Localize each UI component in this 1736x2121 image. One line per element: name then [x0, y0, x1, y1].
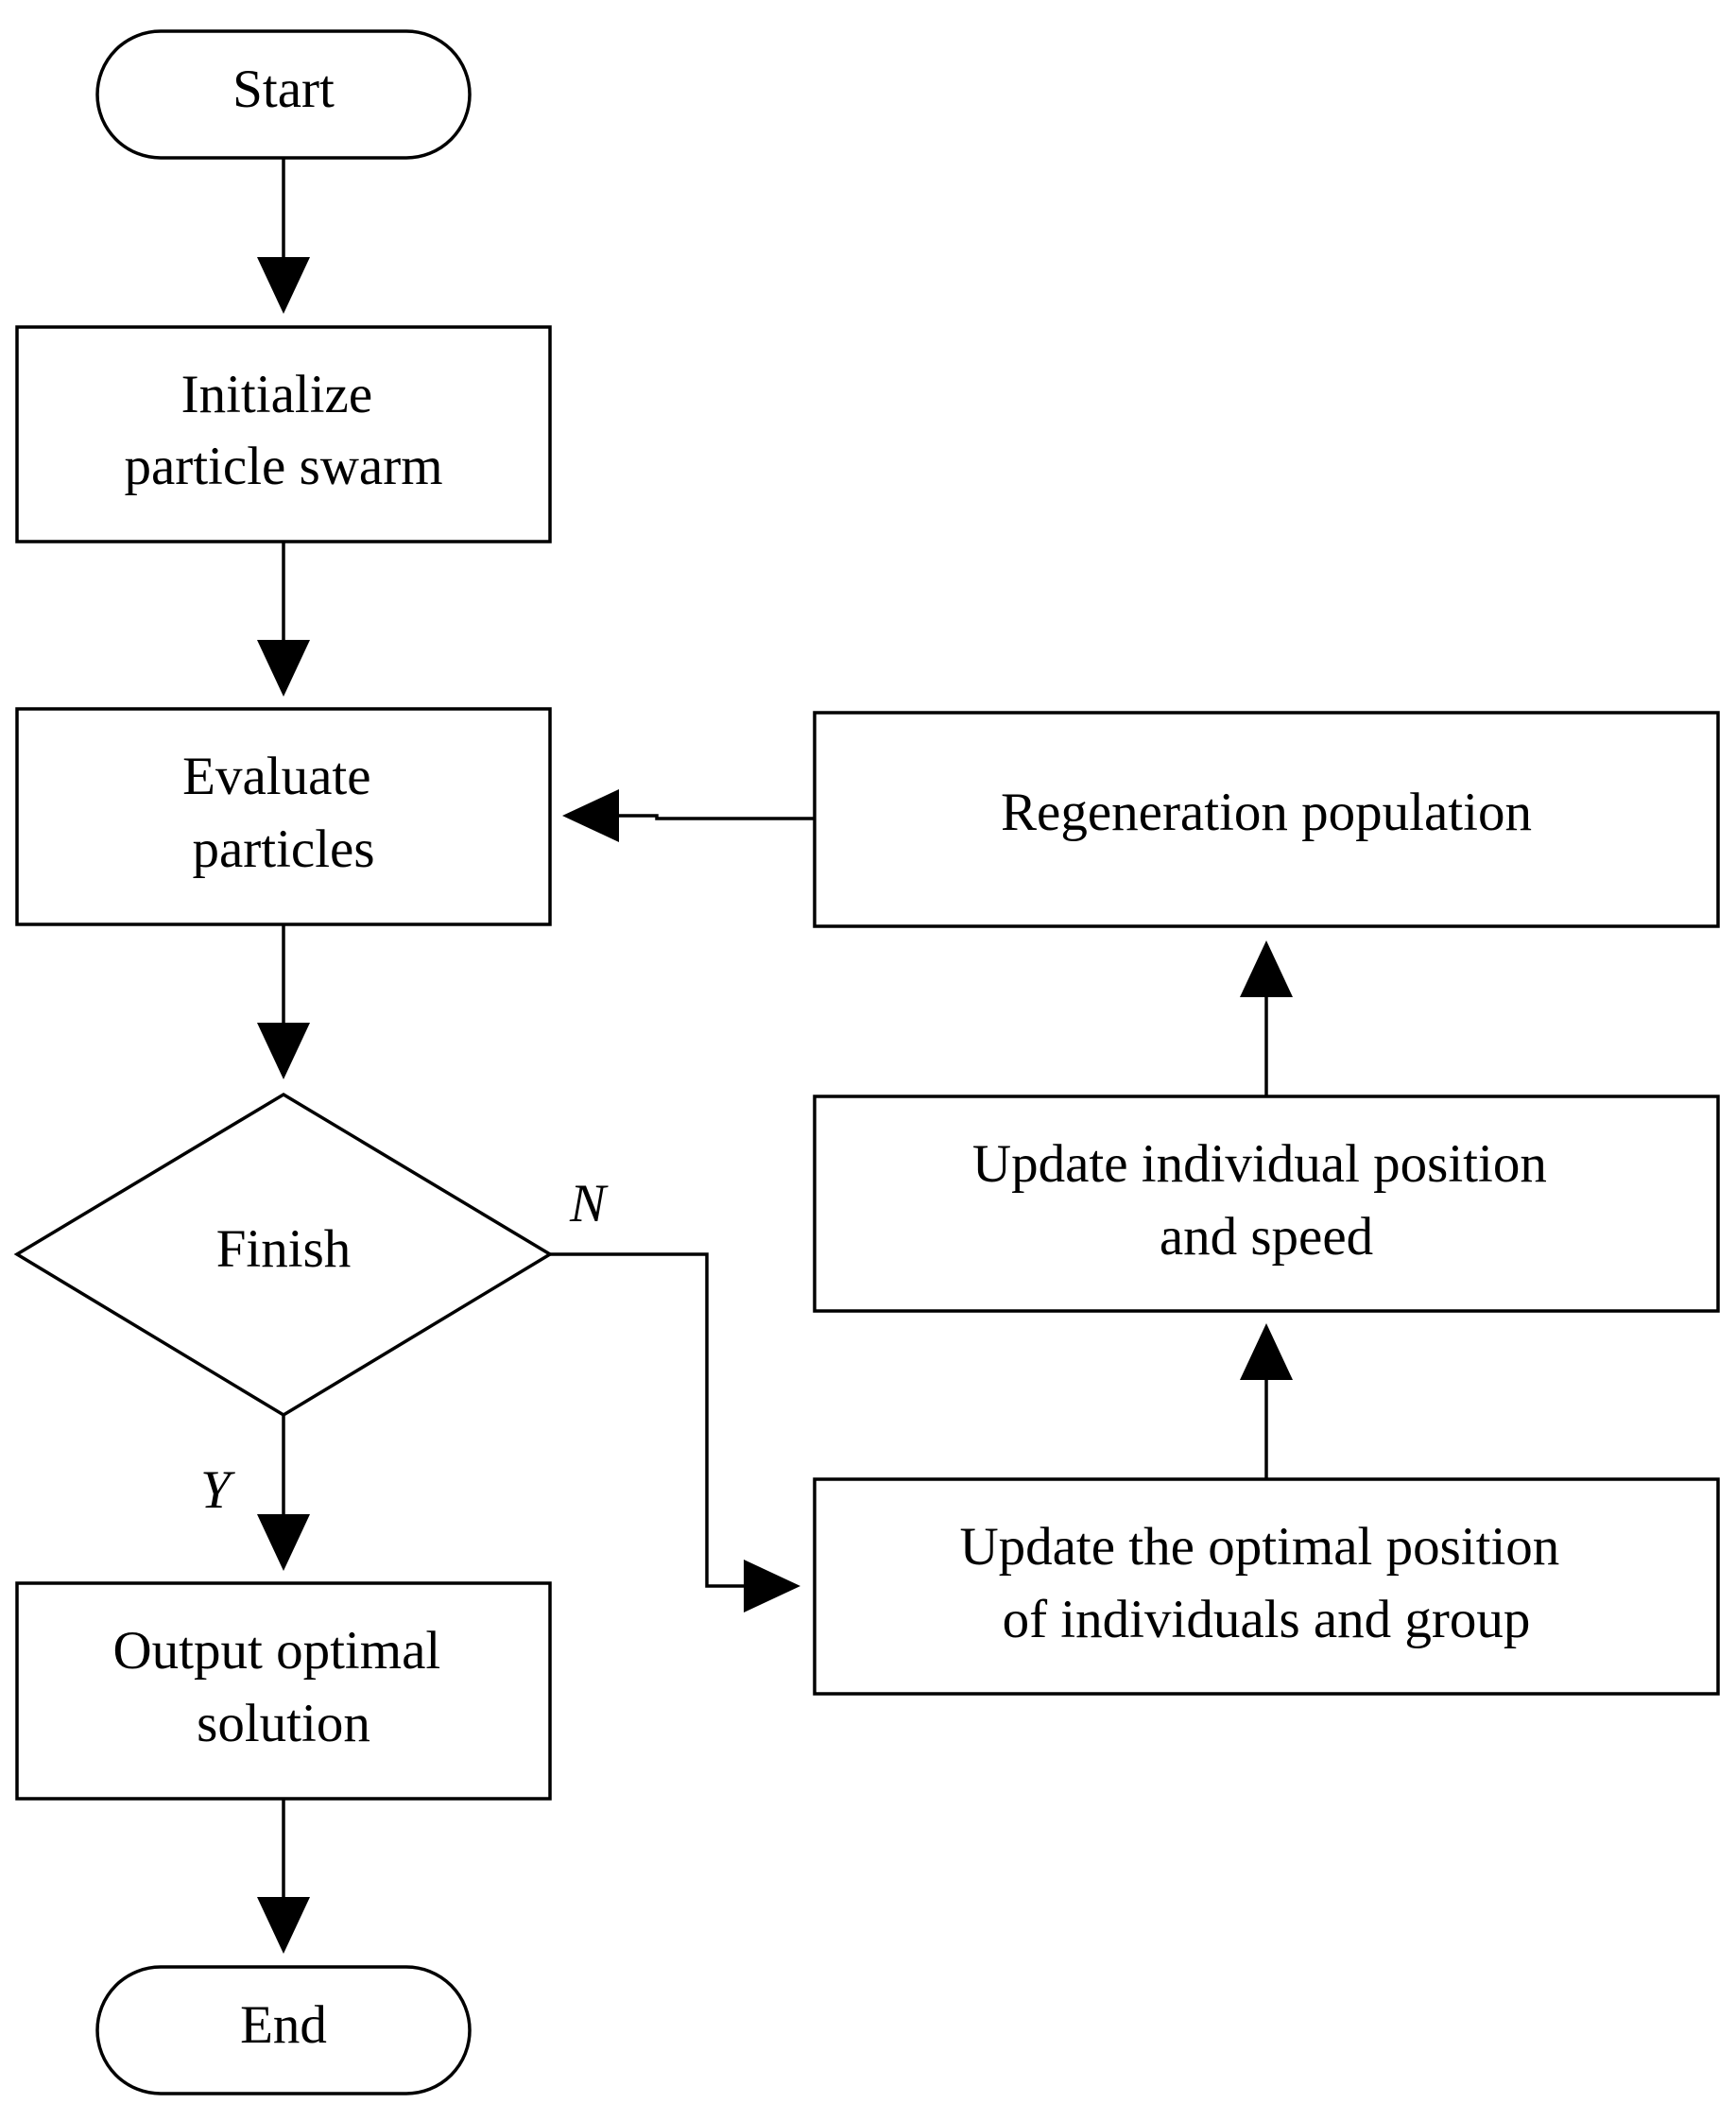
output-label-line-1: Output optimal: [113, 1621, 441, 1681]
edge-finish-to-output: [257, 1415, 310, 1571]
output-node: Output optimal solution: [15, 1581, 552, 1801]
edge-initialize-to-evaluate: [257, 542, 310, 697]
initialize-label-line-1: Initialize: [181, 365, 373, 424]
edge-output-to-end: [257, 1799, 310, 1954]
update-position-speed-label-line-2: and speed: [1160, 1207, 1373, 1267]
branch-label-no: N: [569, 1174, 609, 1233]
svg-text:Initialize particle swar: Initialize particle swarm: [124, 365, 442, 496]
finish-decision-node: Finish: [13, 1092, 554, 1418]
evaluate-label-line-2: particles: [192, 819, 374, 879]
initialize-node: Initialize particle swarm: [15, 325, 552, 543]
update-optimal-node: Update the optimal position of individua…: [813, 1477, 1720, 1696]
evaluate-label-line-1: Evaluate: [182, 747, 370, 806]
edge-evaluate-to-finish: [257, 924, 310, 1079]
regeneration-node: Regeneration population: [813, 711, 1720, 928]
svg-text:Update individual position: Update individual position and speed: [972, 1134, 1560, 1267]
svg-text:Output optimal solution: Output optimal solution: [113, 1621, 455, 1753]
edge-update-optimal-to-update-position-speed: [1240, 1323, 1293, 1479]
update-position-speed-node: Update individual position and speed: [813, 1095, 1720, 1313]
update-optimal-label-line-2: of individuals and group: [1003, 1590, 1531, 1649]
svg-text:Update the optimal position: Update the optimal position of individua…: [959, 1517, 1573, 1649]
start-node: Start: [95, 29, 472, 160]
initialize-label-line-2: particle swarm: [124, 437, 442, 496]
regeneration-label: Regeneration population: [1001, 783, 1532, 842]
edge-start-to-initialize: [257, 158, 310, 314]
evaluate-node: Evaluate particles: [15, 707, 552, 926]
finish-label: Finish: [216, 1219, 352, 1279]
output-label-line-2: solution: [197, 1694, 370, 1753]
edge-update-position-speed-to-regeneration: [1240, 940, 1293, 1096]
end-label: End: [240, 1995, 327, 2055]
update-position-speed-label-line-1: Update individual position: [972, 1134, 1547, 1194]
start-label: Start: [232, 60, 335, 119]
update-optimal-label-line-1: Update the optimal position: [959, 1517, 1559, 1577]
edge-regeneration-to-evaluate: [562, 789, 815, 842]
edge-finish-to-update-optimal: [550, 1252, 800, 1612]
end-node: End: [95, 1965, 472, 2095]
svg-text:Evaluate particles: Evaluate particles: [182, 747, 385, 879]
branch-label-yes: Y: [200, 1460, 235, 1520]
